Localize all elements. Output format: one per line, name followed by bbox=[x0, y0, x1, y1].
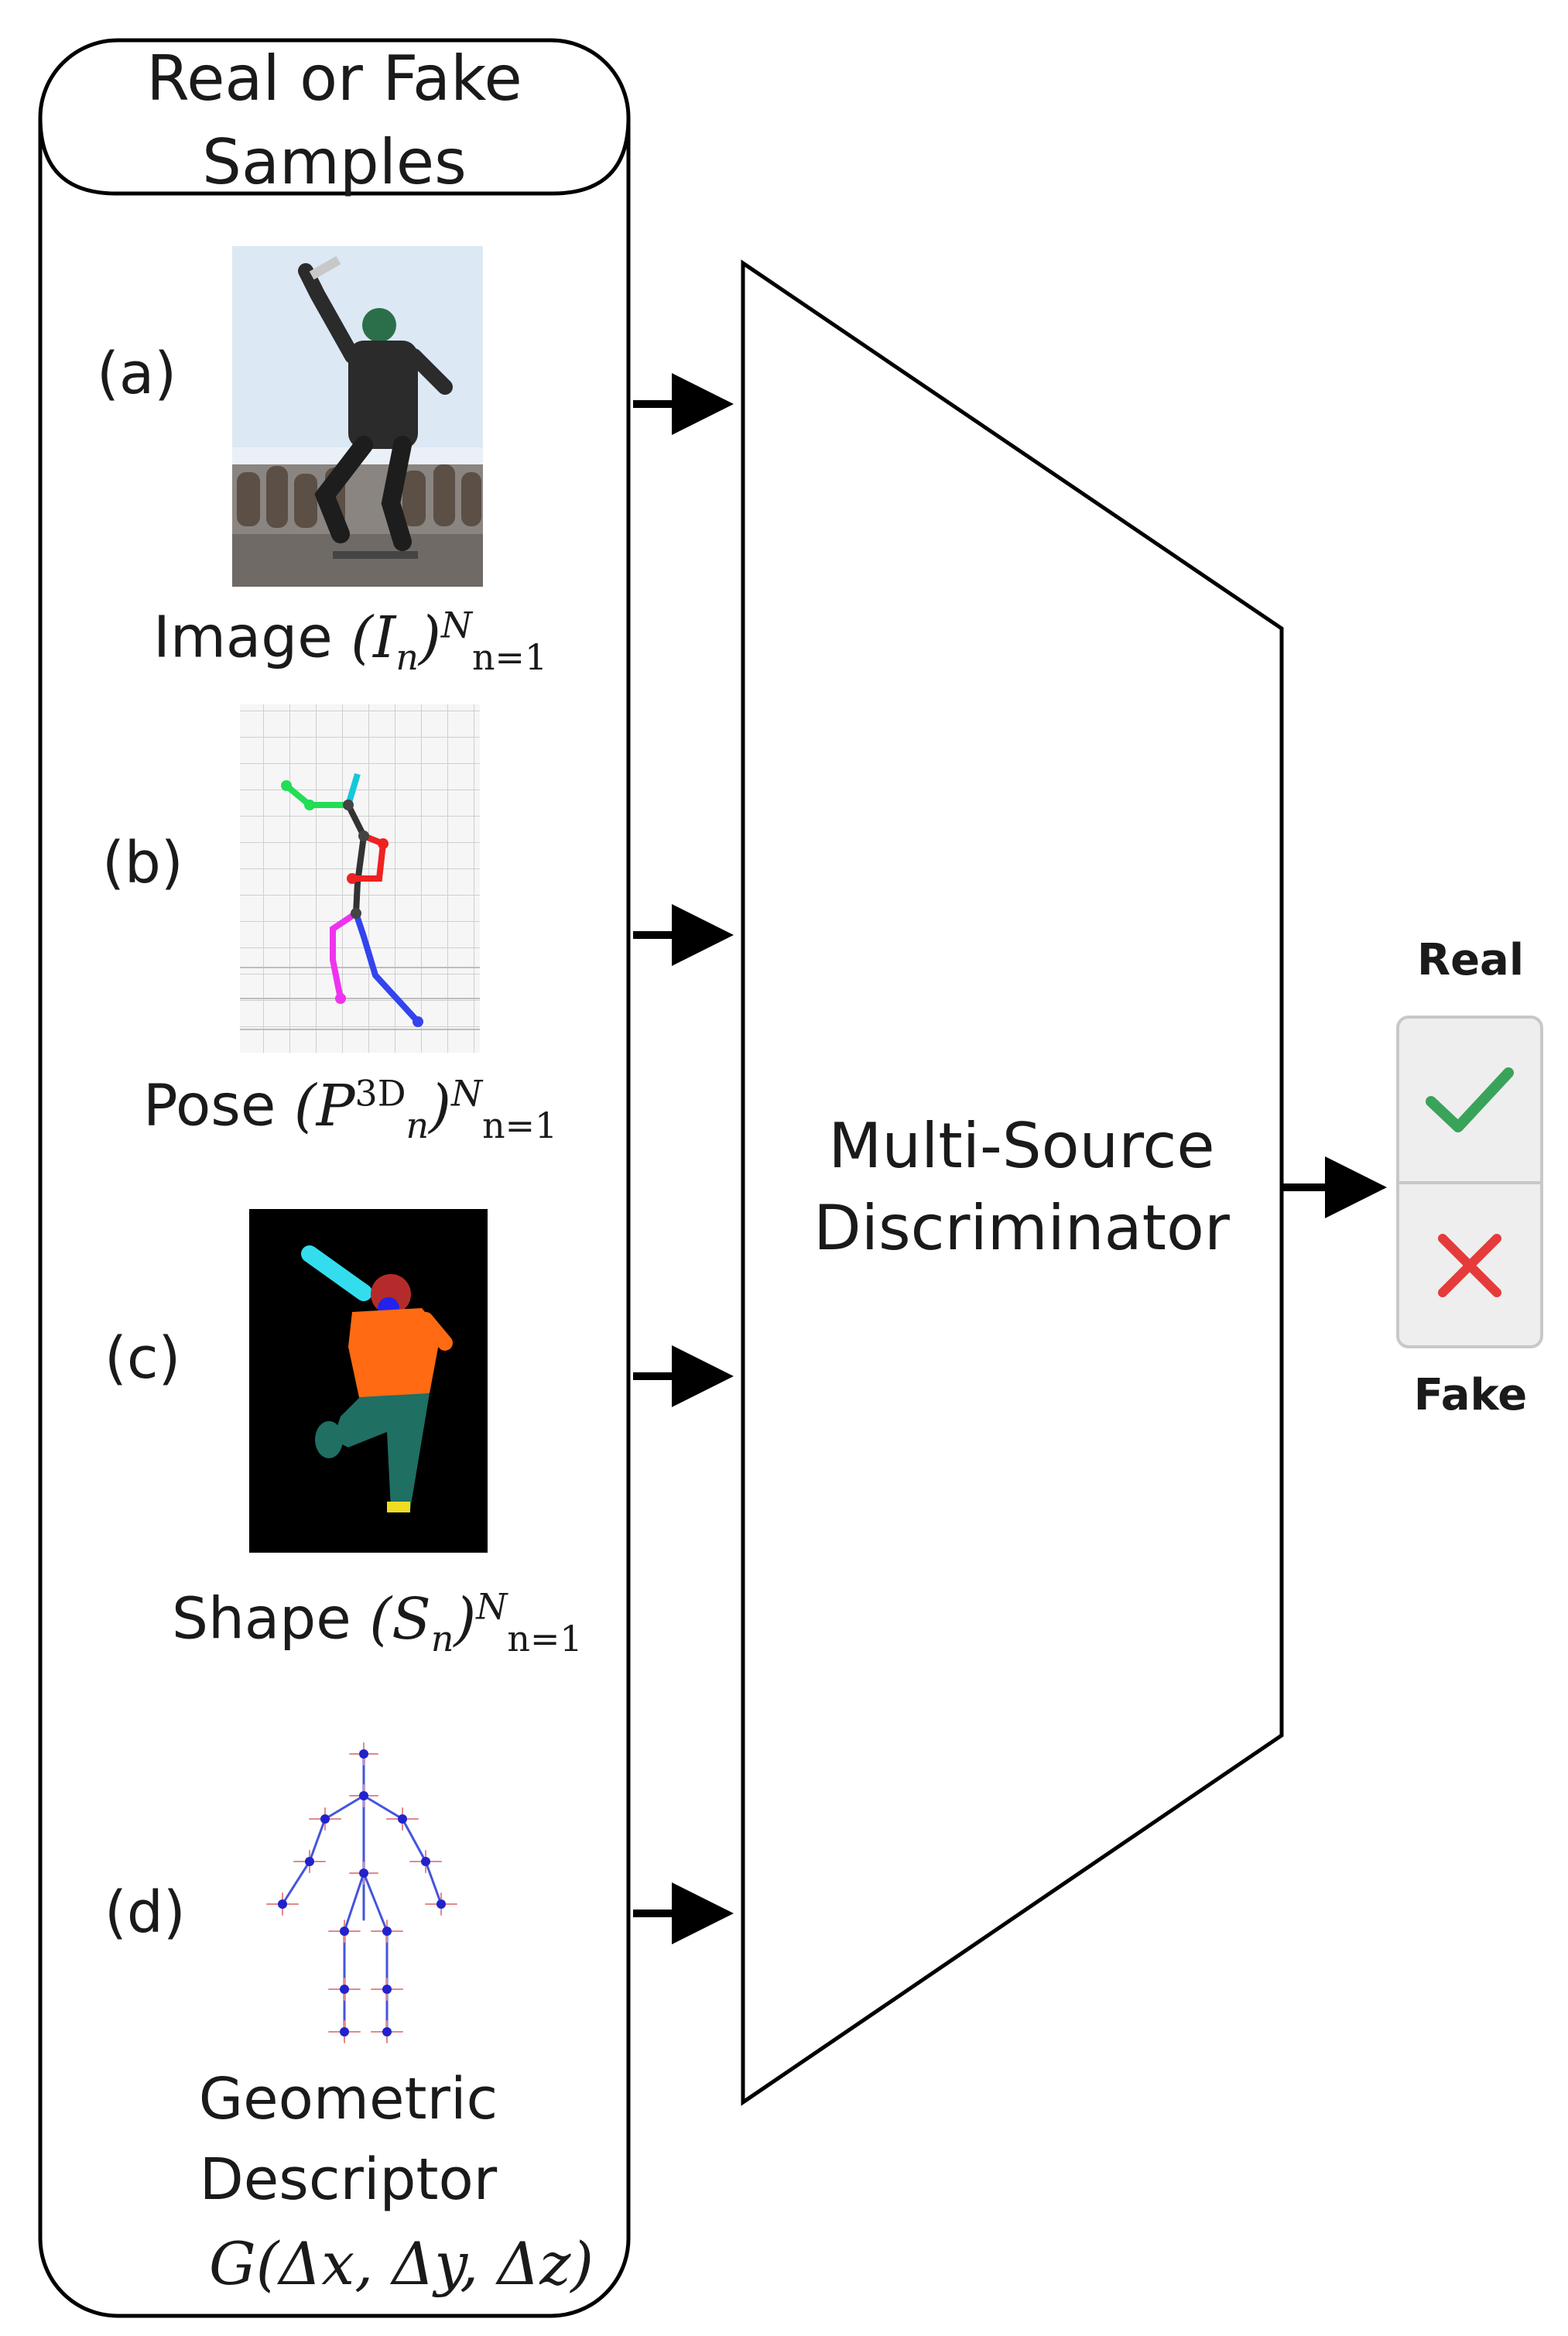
check-icon bbox=[1426, 1067, 1514, 1132]
descriptor-formula: G(Δx, Δy, Δz) bbox=[209, 2229, 594, 2298]
output-box bbox=[1396, 1016, 1543, 1348]
samples-title: Real or Fake Samples bbox=[146, 43, 522, 198]
real-cell bbox=[1399, 1019, 1540, 1181]
shape-label: Shape (Sn)Nn=1 bbox=[172, 1585, 583, 1660]
item-tag-a: (a) bbox=[97, 341, 177, 407]
pose-spine bbox=[345, 803, 368, 914]
image-thumbnail bbox=[232, 246, 483, 587]
descriptor-label: Geometric Descriptor bbox=[198, 2066, 498, 2213]
fake-cell bbox=[1399, 1184, 1540, 1345]
item-tag-c: (c) bbox=[104, 1325, 181, 1392]
discriminator-block bbox=[741, 259, 1284, 2106]
real-label: Real bbox=[1416, 935, 1525, 985]
shape-thumbnail bbox=[249, 1209, 488, 1553]
pose-left-leg bbox=[330, 910, 358, 999]
pose-right-arm bbox=[352, 833, 387, 882]
item-tag-b: (b) bbox=[102, 830, 183, 896]
output-divider bbox=[1399, 1181, 1540, 1184]
item-tag-d: (d) bbox=[104, 1879, 186, 1946]
geometric-descriptor-figure bbox=[266, 1742, 457, 2043]
image-label: Image (In)Nn=1 bbox=[153, 604, 548, 678]
cross-icon bbox=[1438, 1234, 1501, 1297]
pose-right-leg bbox=[353, 912, 420, 1024]
pose-thumbnail bbox=[240, 704, 480, 1053]
discriminator-label: Multi-Source Discriminator bbox=[813, 1110, 1230, 1264]
pose-label: Pose (P3Dn)Nn=1 bbox=[143, 1072, 558, 1146]
fake-label: Fake bbox=[1413, 1370, 1528, 1420]
samples-container bbox=[38, 38, 631, 2318]
header-divider bbox=[38, 117, 631, 196]
